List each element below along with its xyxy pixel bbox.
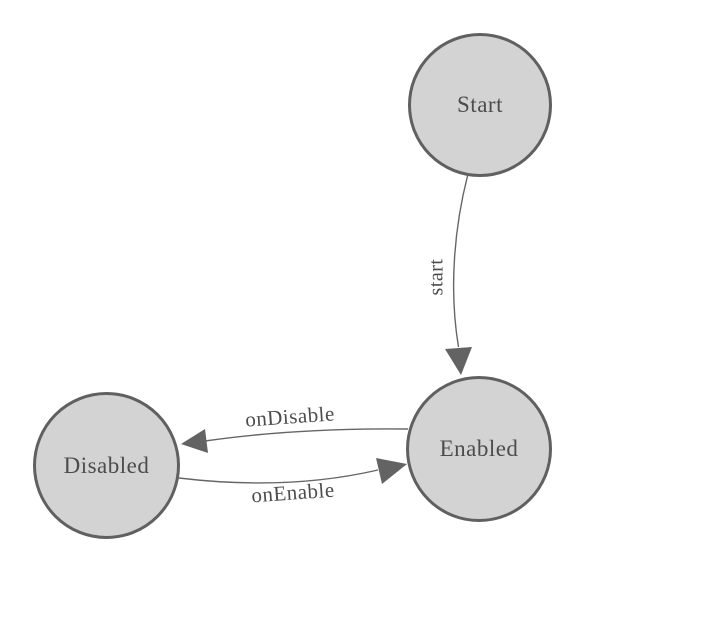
arrowhead-icon-into-enabled-top: [445, 347, 472, 375]
transition-label-start: start: [425, 258, 448, 296]
state-node-start: Start: [408, 33, 552, 177]
transition-line-start-to-enabled: [452, 175, 469, 348]
transition-line-disabled-to-enabled: [178, 469, 379, 484]
state-label-disabled: Disabled: [63, 452, 150, 478]
state-label-start: Start: [457, 92, 503, 117]
state-label-enabled: Enabled: [439, 436, 519, 461]
transition-line-enabled-to-disabled: [204, 428, 409, 442]
state-node-enabled: Enabled: [406, 376, 552, 522]
state-node-disabled: Disabled: [33, 392, 180, 539]
arrowhead-icon-into-enabled-left: [376, 458, 407, 484]
arrowhead-icon-into-disabled: [181, 429, 208, 453]
